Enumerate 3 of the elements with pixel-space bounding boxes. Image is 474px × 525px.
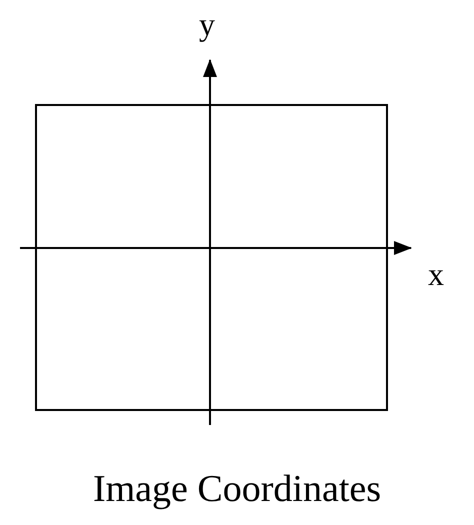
caption: Image Coordinates	[92, 468, 382, 510]
axis-label: x	[428, 258, 444, 290]
axis-label: y	[199, 8, 215, 40]
